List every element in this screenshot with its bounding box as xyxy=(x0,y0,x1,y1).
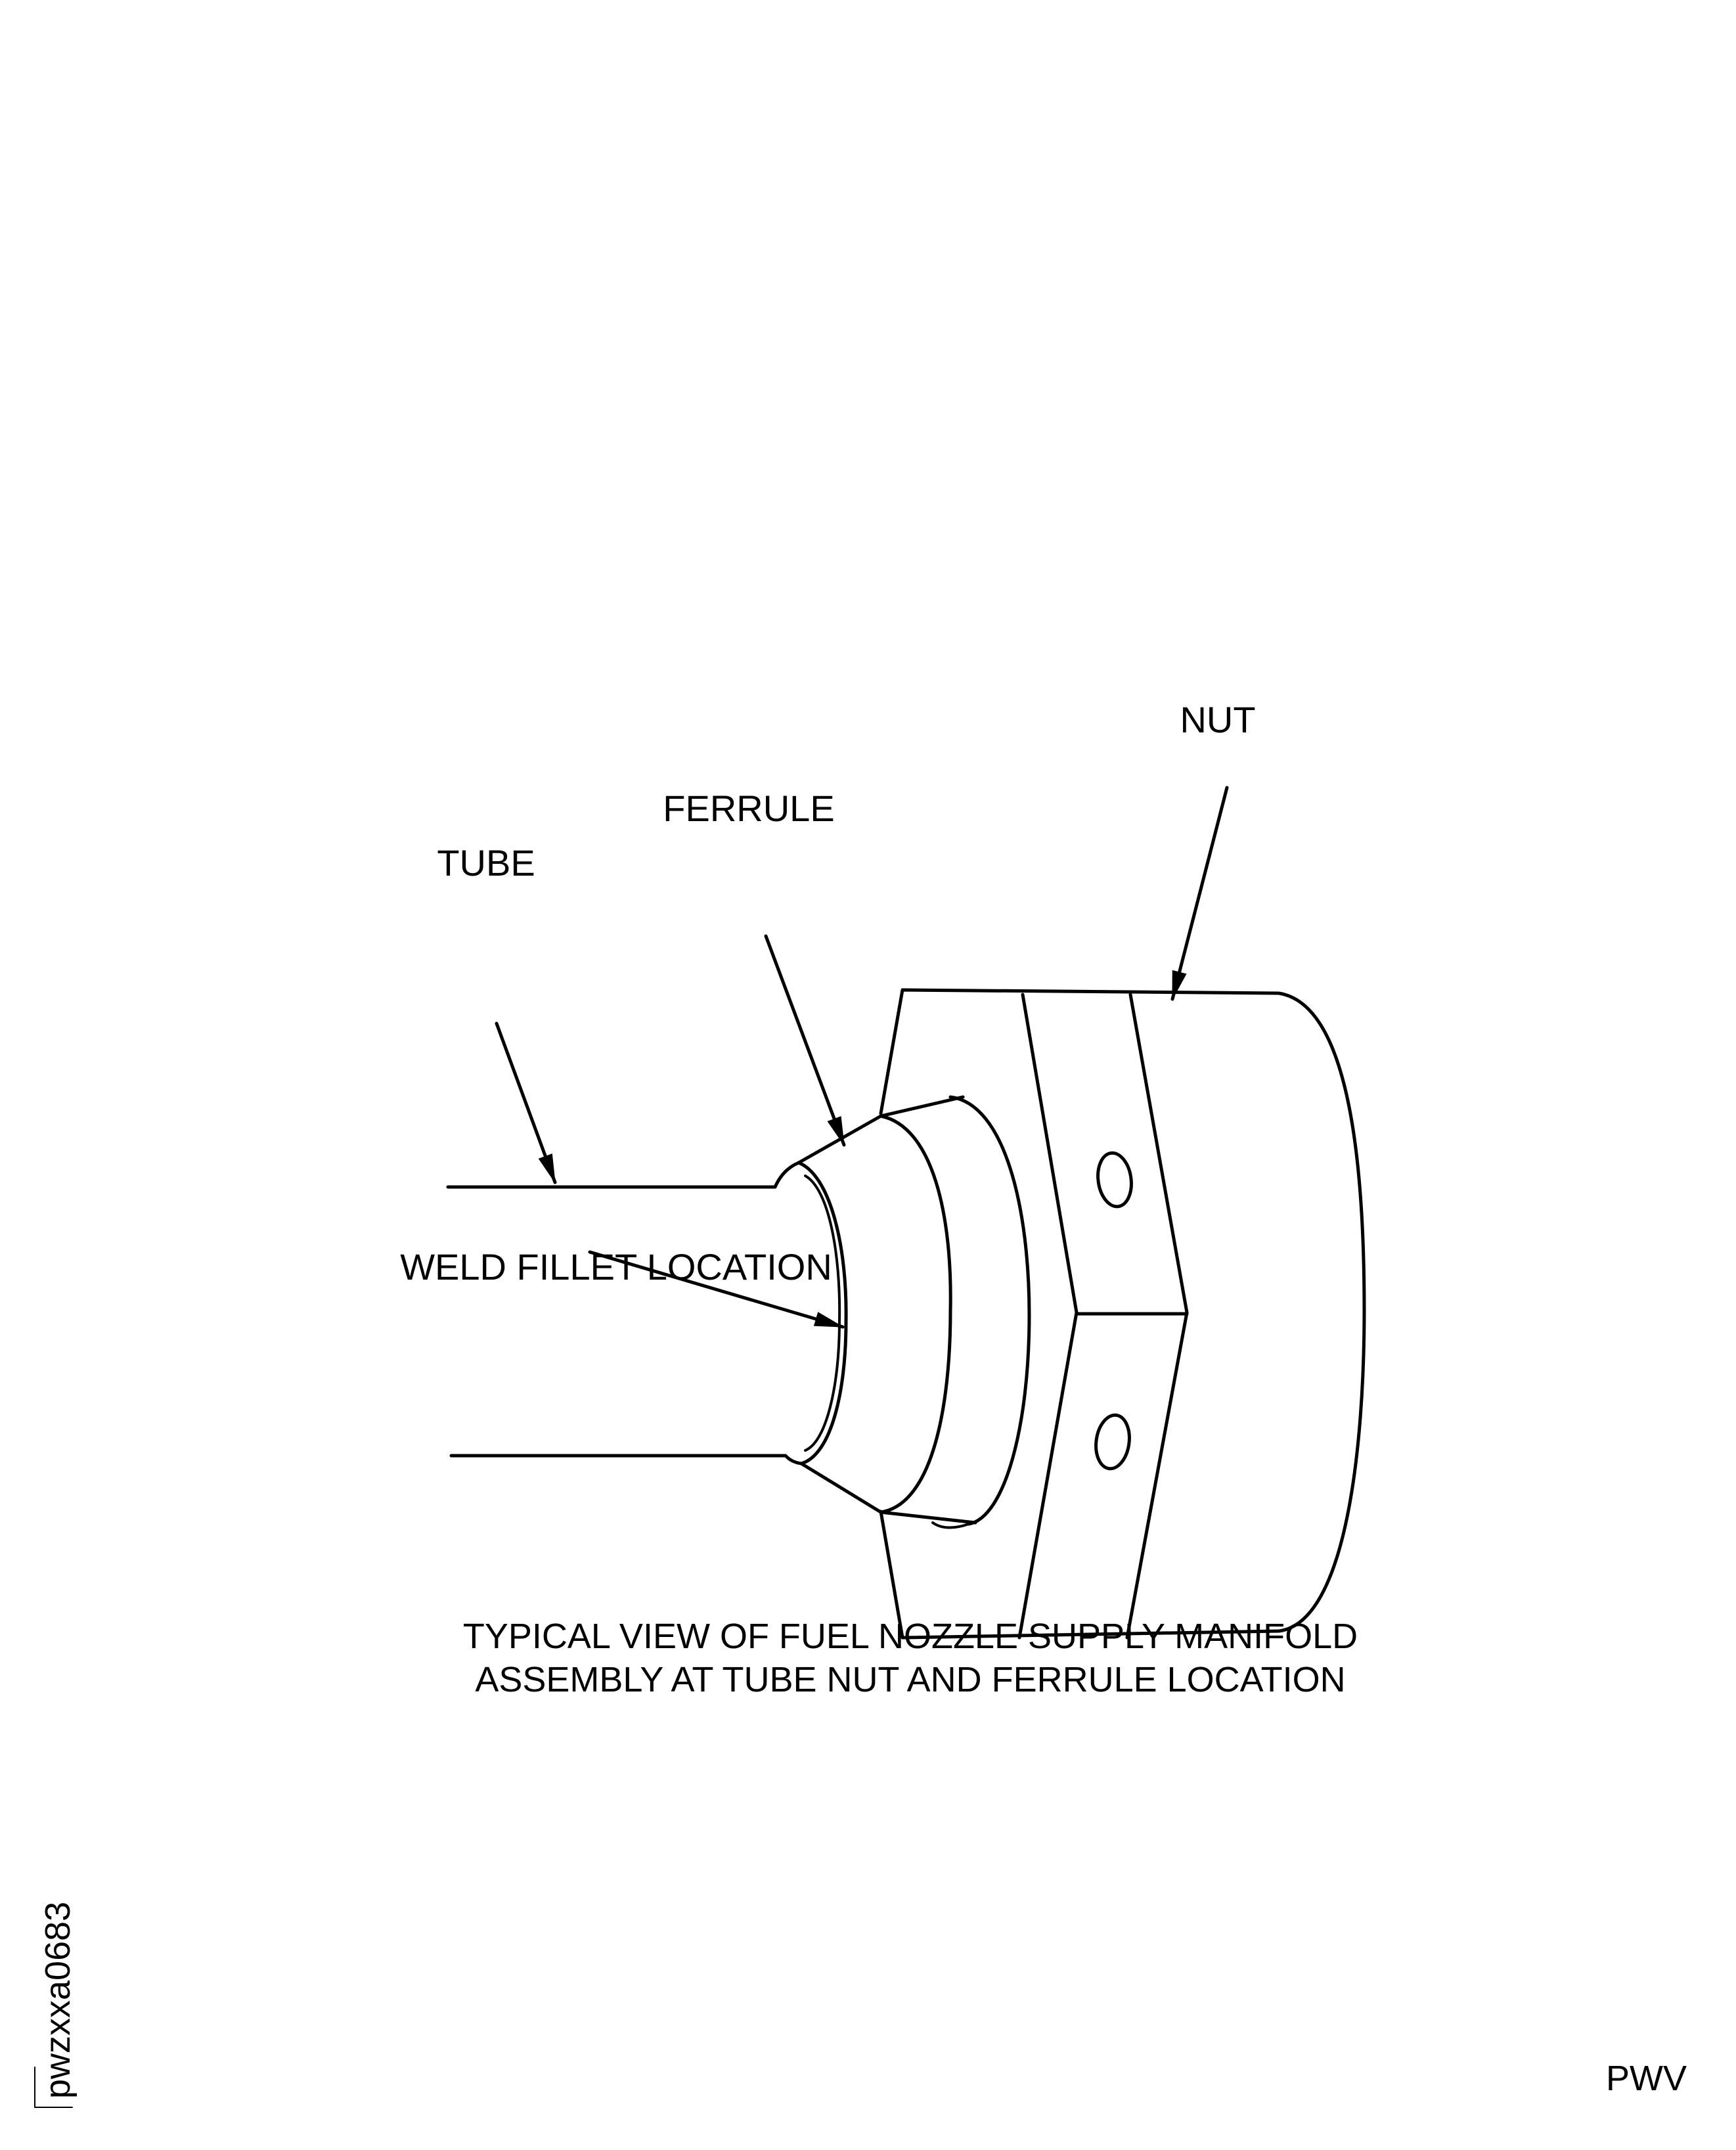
caption-line-1: TYPICAL VIEW OF FUEL NOZZLE SUPPLY MANIF… xyxy=(463,1617,1358,1656)
ferrule-leader-arrow xyxy=(764,934,846,1147)
tube-leader-arrow xyxy=(495,1021,557,1184)
caption-line-2: ASSEMBLY AT TUBE NUT AND FERRULE LOCATIO… xyxy=(475,1660,1345,1699)
weld-leader-arrow xyxy=(588,1250,845,1329)
nut-hole-lower xyxy=(1094,1413,1131,1471)
nut-leader-arrow xyxy=(1170,786,1229,1001)
weld-fillet-label: WELD FILLET LOCATION xyxy=(400,1246,832,1288)
weld-fillet xyxy=(797,1161,848,1466)
tube-label: TUBE xyxy=(437,842,535,884)
nut-label: NUT xyxy=(1180,699,1255,740)
ferrule-label: FERRULE xyxy=(663,788,834,829)
nut xyxy=(879,988,1366,1640)
corner-code: PWV xyxy=(1606,2059,1687,2098)
tube xyxy=(446,1161,803,1466)
figure-id: pwzxxa0683 xyxy=(38,1902,78,2099)
nut-hole-upper xyxy=(1096,1151,1133,1209)
leaders xyxy=(495,786,1229,1329)
ferrule xyxy=(797,1095,1031,1529)
figure-id-mark: pwzxxa0683 xyxy=(34,1902,78,2108)
